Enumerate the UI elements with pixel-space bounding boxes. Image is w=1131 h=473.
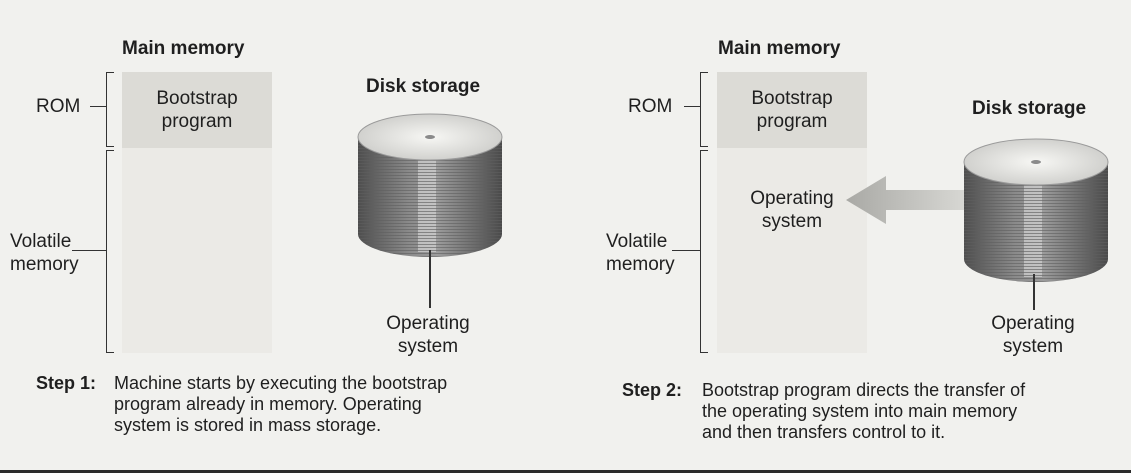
step1-disk-os-label: Operating system — [386, 313, 470, 357]
step2-rom-label: ROM — [628, 96, 673, 117]
step2-rom-block — [717, 72, 867, 148]
step1-step-label: Step 1: — [36, 373, 97, 393]
step1-bootstrap-label: Bootstrap program — [156, 88, 238, 132]
step2-bootstrap-label: Bootstrap program — [751, 88, 833, 132]
step1-volatile-block — [122, 148, 272, 353]
step2-volatile-bracket — [700, 150, 701, 352]
step2-main-memory-title: Main memory — [718, 38, 841, 59]
step1-caption: Machine starts by executing the bootstra… — [114, 373, 448, 435]
step2-disk-os-label: Operating system — [991, 313, 1075, 357]
step1-volatile-label: Volatile memory — [10, 231, 79, 275]
bottom-rule — [0, 470, 1131, 473]
step1-rom-block — [122, 72, 272, 148]
step1-os-pointer-line — [429, 250, 431, 308]
step1-main-memory-title: Main memory — [122, 38, 245, 59]
step2-os-pointer-line — [1033, 274, 1035, 310]
step2-memory-os-label: Operating system — [750, 188, 834, 232]
step2-caption: Bootstrap program directs the transfer o… — [702, 380, 1026, 442]
step2-volatile-block — [717, 148, 867, 353]
step2-disk-title: Disk storage — [972, 98, 1087, 119]
step1-volatile-bracket — [106, 150, 107, 352]
step1-rom-bracket — [106, 72, 107, 146]
step2-rom-bracket — [700, 72, 701, 146]
step2-disk-icon — [963, 138, 1109, 282]
transfer-arrow-icon — [846, 176, 964, 224]
step2-step-label: Step 2: — [622, 380, 683, 400]
step1-disk-title: Disk storage — [366, 76, 481, 97]
step1-rom-label: ROM — [36, 96, 81, 117]
step2-volatile-label: Volatile memory — [606, 231, 675, 275]
step1-disk-icon — [357, 113, 503, 257]
